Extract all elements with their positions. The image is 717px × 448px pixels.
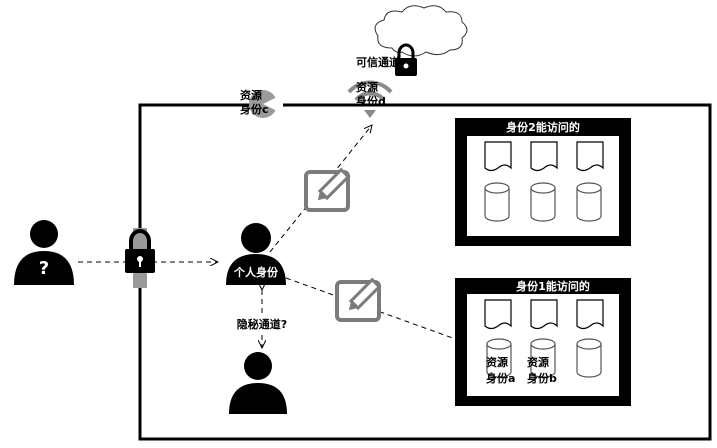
database-icon <box>484 182 510 222</box>
resource-b-line2: 身份b <box>527 371 557 385</box>
pencil-icon <box>304 167 351 212</box>
lock-icon <box>125 228 155 288</box>
database-icon <box>530 182 556 222</box>
identity2-panel-title: 身份2能访问的 <box>506 120 580 134</box>
svg-text:?: ? <box>39 258 49 279</box>
personal-identity-user-icon: 个人身份 <box>226 223 286 285</box>
trusted-lock-icon <box>395 43 417 76</box>
cloud-icon <box>374 5 468 57</box>
resource-a-line1: 资源 <box>486 355 508 369</box>
trusted-channel-label: 可信通道 <box>356 55 400 69</box>
covert-channel-label: 隐秘通道? <box>237 317 287 331</box>
identity1-panel-title: 身份1能访问的 <box>516 279 590 293</box>
identity1-panel: 身份1能访问的 资源 身份a 资源 身份b <box>455 278 631 406</box>
wifi-icon <box>347 80 393 118</box>
user-icon <box>229 352 287 414</box>
resource-d-line1: 资源 <box>356 80 378 94</box>
database-icon <box>576 182 602 222</box>
personal-identity-label: 个人身份 <box>233 265 279 279</box>
question-user-icon: ? <box>14 220 74 285</box>
resource-c-icon <box>249 90 283 118</box>
identity2-panel: 身份2能访问的 <box>455 118 631 246</box>
resource-b-line1: 资源 <box>527 355 549 369</box>
database-icon <box>576 338 602 378</box>
resource-d-line2: 身份d <box>356 94 386 108</box>
resource-a-line2: 身份a <box>486 371 515 385</box>
resource-c-line1: 资源 <box>240 88 262 102</box>
pencil-icon <box>335 277 382 322</box>
resource-c-line2: 身份c <box>240 102 269 116</box>
